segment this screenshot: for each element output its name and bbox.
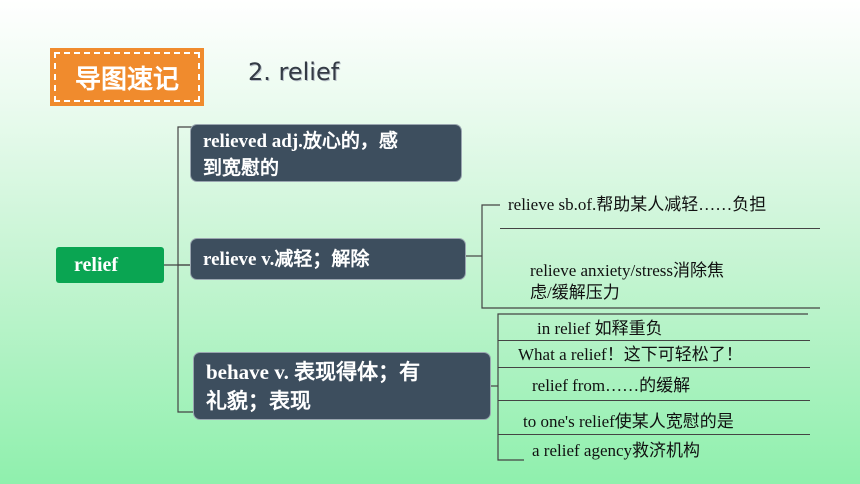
mindmap-root-node: relief — [56, 247, 164, 283]
leaf-underline — [500, 228, 820, 229]
leaf-relief-agency: a relief agency救济机构 — [532, 441, 701, 460]
leaf-underline — [498, 400, 810, 401]
leaf-in-relief: in relief 如释重负 — [537, 319, 663, 338]
connector-behave-bracket — [497, 313, 808, 461]
branch-node-line: relieved adj.放心的，感 — [203, 131, 398, 152]
leaf-relief-from: relief from……的缓解 — [532, 376, 691, 395]
branch-node-relieve: relieve v.减轻；解除 — [190, 238, 466, 280]
leaf-underline — [498, 367, 810, 368]
branch-node-relieved: relieved adj.放心的，感 到宽慰的 — [190, 124, 462, 182]
connector-relieve-bracket — [481, 204, 820, 309]
branch-node-line: 礼貌；表现 — [206, 389, 311, 413]
leaf-underline — [498, 340, 810, 341]
leaf-line: relieve anxiety/stress消除焦 — [530, 261, 725, 280]
branch-node-line: relieve v.减轻；解除 — [203, 248, 370, 270]
branch-node-behave: behave v. 表现得体；有 礼貌；表现 — [193, 352, 491, 420]
section-badge-label: 导图速记 — [54, 52, 200, 102]
section-badge: 导图速记 — [50, 48, 204, 106]
connector-trunk — [177, 126, 196, 413]
leaf-what-a-relief: What a relief！这下可轻松了！ — [518, 345, 743, 364]
branch-node-line: behave v. 表现得体；有 — [206, 360, 421, 384]
page-title: 2. relief — [248, 58, 340, 86]
branch-node-line: 到宽慰的 — [203, 158, 280, 179]
leaf-to-ones-relief: to one's relief使某人宽慰的是 — [523, 412, 734, 431]
leaf-underline — [498, 434, 810, 435]
leaf-relieve-sb-of: relieve sb.of.帮助某人减轻……负担 — [508, 195, 767, 214]
leaf-relieve-anxiety: relieve anxiety/stress消除焦 虑/缓解压力 — [530, 260, 724, 304]
leaf-line: 虑/缓解压力 — [530, 283, 620, 302]
